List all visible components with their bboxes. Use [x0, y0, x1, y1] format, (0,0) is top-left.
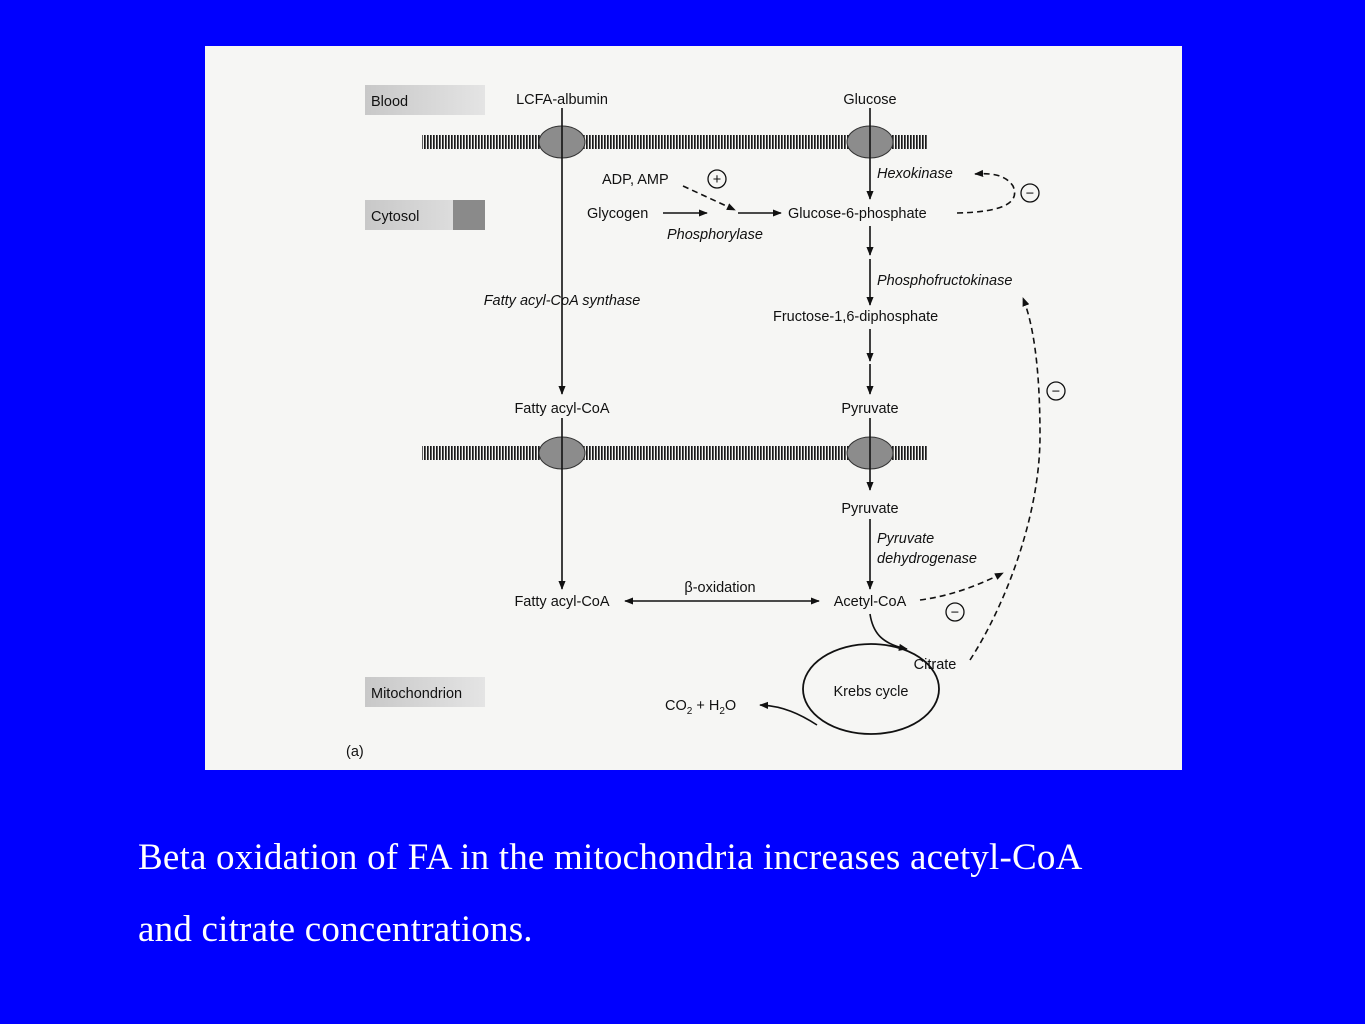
activation-sign: + — [707, 169, 727, 189]
panel-label: (a) — [346, 744, 364, 760]
svg-text:+: + — [713, 172, 721, 188]
inhibition-sign-pfk: − — [1046, 381, 1066, 401]
label-lcfa-albumin: LCFA-albumin — [516, 92, 608, 108]
arrow-acetyl-coa-inhibition — [919, 572, 1004, 601]
arrow-acetyl-coa-to-citrate — [869, 613, 908, 651]
label-pyruvate-dehydrogenase-2: dehydrogenase — [877, 551, 977, 567]
label-pyruvate-mito: Pyruvate — [841, 501, 898, 517]
label-fatty-acyl-coa-mito: Fatty acyl-CoA — [514, 594, 609, 610]
label-acetyl-coa: Acetyl-CoA — [834, 594, 907, 610]
arrow-krebs-to-co2 — [759, 701, 818, 726]
svg-text:Cytosol: Cytosol — [371, 209, 419, 225]
label-fatty-acyl-coa-cytosol: Fatty acyl-CoA — [514, 401, 609, 417]
inhibition-sign-hexokinase: − — [1020, 183, 1040, 203]
compartment-mitochondrion: Mitochondrion — [365, 677, 485, 707]
label-phosphofructokinase: Phosphofructokinase — [877, 273, 1012, 289]
compartment-cytosol: Cytosol — [365, 200, 485, 230]
pathway-diagram: Blood Cytosol Mitochondrion — [346, 85, 1066, 760]
inhibition-sign-acetyl-coa: − — [945, 602, 965, 622]
label-hexokinase: Hexokinase — [877, 166, 953, 182]
arrow-adp-amp-activation — [682, 185, 736, 211]
label-pyruvate-cytosol: Pyruvate — [841, 401, 898, 417]
pathway-figure: Blood Cytosol Mitochondrion — [205, 46, 1182, 770]
label-adp-amp: ADP, AMP — [602, 172, 669, 188]
arrow-citrate-inhibits-pfk — [969, 297, 1041, 661]
label-pyruvate-dehydrogenase-1: Pyruvate — [877, 531, 934, 547]
svg-text:Mitochondrion: Mitochondrion — [371, 686, 462, 702]
svg-text:−: − — [1026, 186, 1034, 202]
caption-line-1: Beta oxidation of FA in the mitochondria… — [138, 837, 1083, 878]
caption-line-2: and citrate concentrations. — [138, 909, 533, 950]
label-beta-oxidation: β-oxidation — [684, 580, 755, 596]
compartment-blood: Blood — [365, 85, 485, 115]
arrow-g6p-inhibits-hexokinase — [956, 169, 1016, 214]
label-phosphorylase: Phosphorylase — [667, 227, 763, 243]
label-co2-h2o: CO2 + H2O — [665, 698, 736, 717]
label-citrate: Citrate — [914, 657, 957, 673]
label-glucose: Glucose — [843, 92, 896, 108]
svg-text:Blood: Blood — [371, 94, 408, 110]
label-fatty-acyl-coa-synthase: Fatty acyl-CoA synthase — [484, 293, 641, 309]
label-krebs-cycle: Krebs cycle — [834, 684, 909, 700]
label-glycogen: Glycogen — [587, 206, 648, 222]
svg-text:−: − — [951, 605, 959, 621]
svg-text:−: − — [1052, 384, 1060, 400]
label-fructose-diphosphate: Fructose-1,6-diphosphate — [773, 309, 938, 325]
krebs-cycle-circle — [802, 643, 940, 735]
label-glucose-6-phosphate: Glucose-6-phosphate — [788, 206, 927, 222]
